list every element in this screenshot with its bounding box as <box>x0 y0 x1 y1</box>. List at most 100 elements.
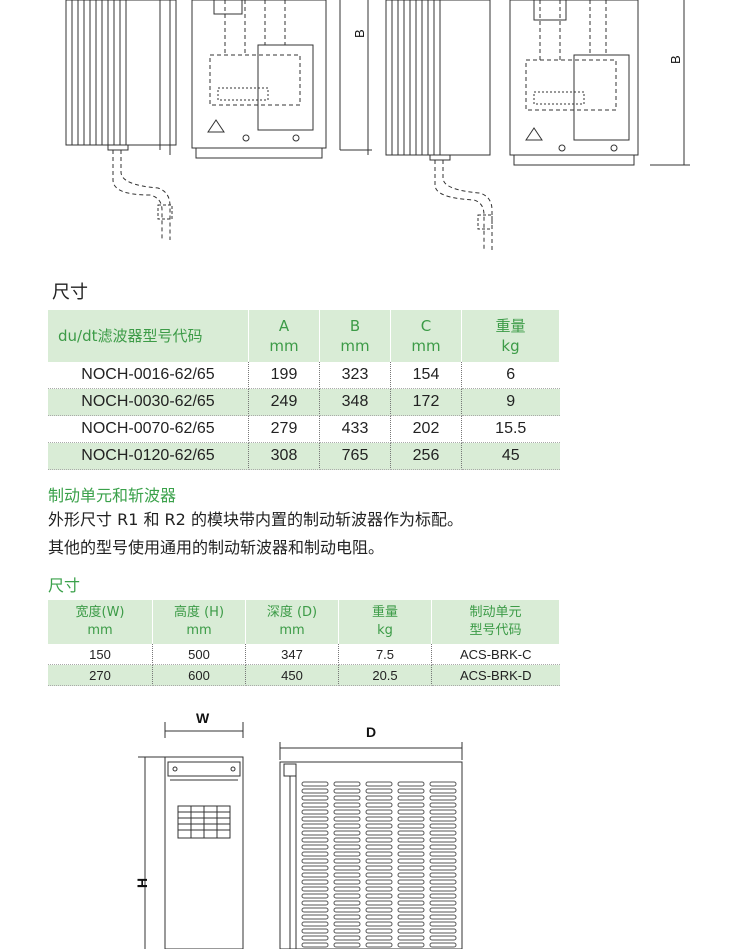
vent-slot <box>429 816 457 822</box>
vent-slot <box>301 879 329 885</box>
vent-slot <box>397 893 425 899</box>
dimension-d-label: D <box>366 724 377 740</box>
vent-slot <box>333 823 361 829</box>
vent-slot <box>397 809 425 815</box>
header-width-label: 宽度(W) <box>75 605 125 620</box>
vent-slot <box>333 851 361 857</box>
cell-b: 348 <box>319 388 391 416</box>
vent-slot <box>397 858 425 864</box>
vent-slot <box>333 837 361 843</box>
header-weight-label: 重量 <box>495 317 526 335</box>
vent-slot <box>429 781 457 787</box>
vent-slot <box>365 844 393 850</box>
header-c-unit: mm <box>411 337 441 355</box>
header-height-unit: mm <box>186 623 212 638</box>
vent-slot <box>333 844 361 850</box>
header-depth: 深度 (D) mm <box>245 600 339 644</box>
vent-slot <box>429 788 457 794</box>
header-b-label: B <box>349 317 361 335</box>
vent-slot <box>365 900 393 906</box>
vent-slot <box>301 830 329 836</box>
section1-title: 尺寸 <box>52 282 88 303</box>
header-weight: 重量 kg <box>461 310 560 362</box>
header-model: du/dt滤波器型号代码 <box>48 310 249 362</box>
vent-slot <box>301 809 329 815</box>
cell-depth: 450 <box>245 664 339 686</box>
header-brake-model: 制动单元 型号代码 <box>431 600 560 644</box>
header-height: 高度 (H) mm <box>152 600 246 644</box>
table-header-row: du/dt滤波器型号代码 A mm B mm C mm 重量 kg <box>48 310 560 362</box>
vent-slot <box>333 935 361 941</box>
vent-slot <box>397 802 425 808</box>
vent-slot <box>397 928 425 934</box>
vent-slot <box>365 907 393 913</box>
vent-slot <box>365 893 393 899</box>
table-header-row: 宽度(W) mm 高度 (H) mm 深度 (D) mm 重量 kg 制动单元 … <box>48 600 560 644</box>
vent-slot <box>397 865 425 871</box>
vent-slot <box>429 907 457 913</box>
vent-slot <box>429 844 457 850</box>
vent-slot <box>397 844 425 850</box>
vent-slot <box>429 851 457 857</box>
vent-slot <box>301 781 329 787</box>
vent-slot <box>301 942 329 948</box>
cell-weight: 15.5 <box>461 415 560 443</box>
header-a-unit: mm <box>269 337 299 355</box>
vent-slot <box>333 942 361 948</box>
vent-slot <box>365 928 393 934</box>
vent-slot <box>365 781 393 787</box>
vent-slot <box>301 907 329 913</box>
vent-slot <box>301 935 329 941</box>
cell-weight: 45 <box>461 442 560 470</box>
vent-slot <box>397 795 425 801</box>
vent-slot <box>301 795 329 801</box>
vent-slot <box>429 865 457 871</box>
header-weight-label: 重量 <box>371 605 398 620</box>
cell-width: 270 <box>48 664 153 686</box>
vent-slot <box>301 865 329 871</box>
vent-slot <box>301 928 329 934</box>
header-a-label: A <box>278 317 290 335</box>
header-height-label: 高度 (H) <box>173 605 225 620</box>
vent-slot <box>365 865 393 871</box>
dimension-w-label: W <box>196 710 210 726</box>
vent-slot <box>333 921 361 927</box>
vent-slot <box>301 816 329 822</box>
vent-slot <box>365 935 393 941</box>
cell-height: 500 <box>152 644 246 665</box>
header-model-label: du/dt滤波器型号代码 <box>58 327 203 345</box>
vent-slot <box>365 851 393 857</box>
vent-slot <box>397 879 425 885</box>
cell-height: 600 <box>152 664 246 686</box>
vent-slot <box>365 914 393 920</box>
cell-weight: 9 <box>461 388 560 416</box>
vent-slot <box>429 893 457 899</box>
vent-slot <box>429 921 457 927</box>
header-depth-label: 深度 (D) <box>266 605 318 620</box>
vent-slot <box>301 837 329 843</box>
vent-slot <box>365 942 393 948</box>
vent-slot <box>397 837 425 843</box>
header-a: A mm <box>248 310 320 362</box>
table-row: 150 500 347 7.5 ACS-BRK-C <box>48 644 560 665</box>
vent-slot <box>365 879 393 885</box>
vent-slot <box>429 872 457 878</box>
header-weight: 重量 kg <box>338 600 432 644</box>
du-dt-filter-drawing <box>65 0 690 250</box>
dimension-b-left-label: B <box>352 29 367 38</box>
cell-depth: 347 <box>245 644 339 665</box>
vent-slot <box>301 921 329 927</box>
header-c-label: C <box>420 317 432 335</box>
cell-weight: 6 <box>461 362 560 389</box>
vent-slot <box>429 942 457 948</box>
vent-slot <box>365 921 393 927</box>
cell-a: 279 <box>248 415 320 443</box>
vent-slot <box>333 879 361 885</box>
vent-slot <box>333 900 361 906</box>
header-weight-unit: kg <box>501 337 520 355</box>
cell-c: 256 <box>390 442 462 470</box>
vent-slot <box>333 928 361 934</box>
vent-slot <box>365 816 393 822</box>
vent-slot <box>397 886 425 892</box>
vent-slot <box>429 900 457 906</box>
